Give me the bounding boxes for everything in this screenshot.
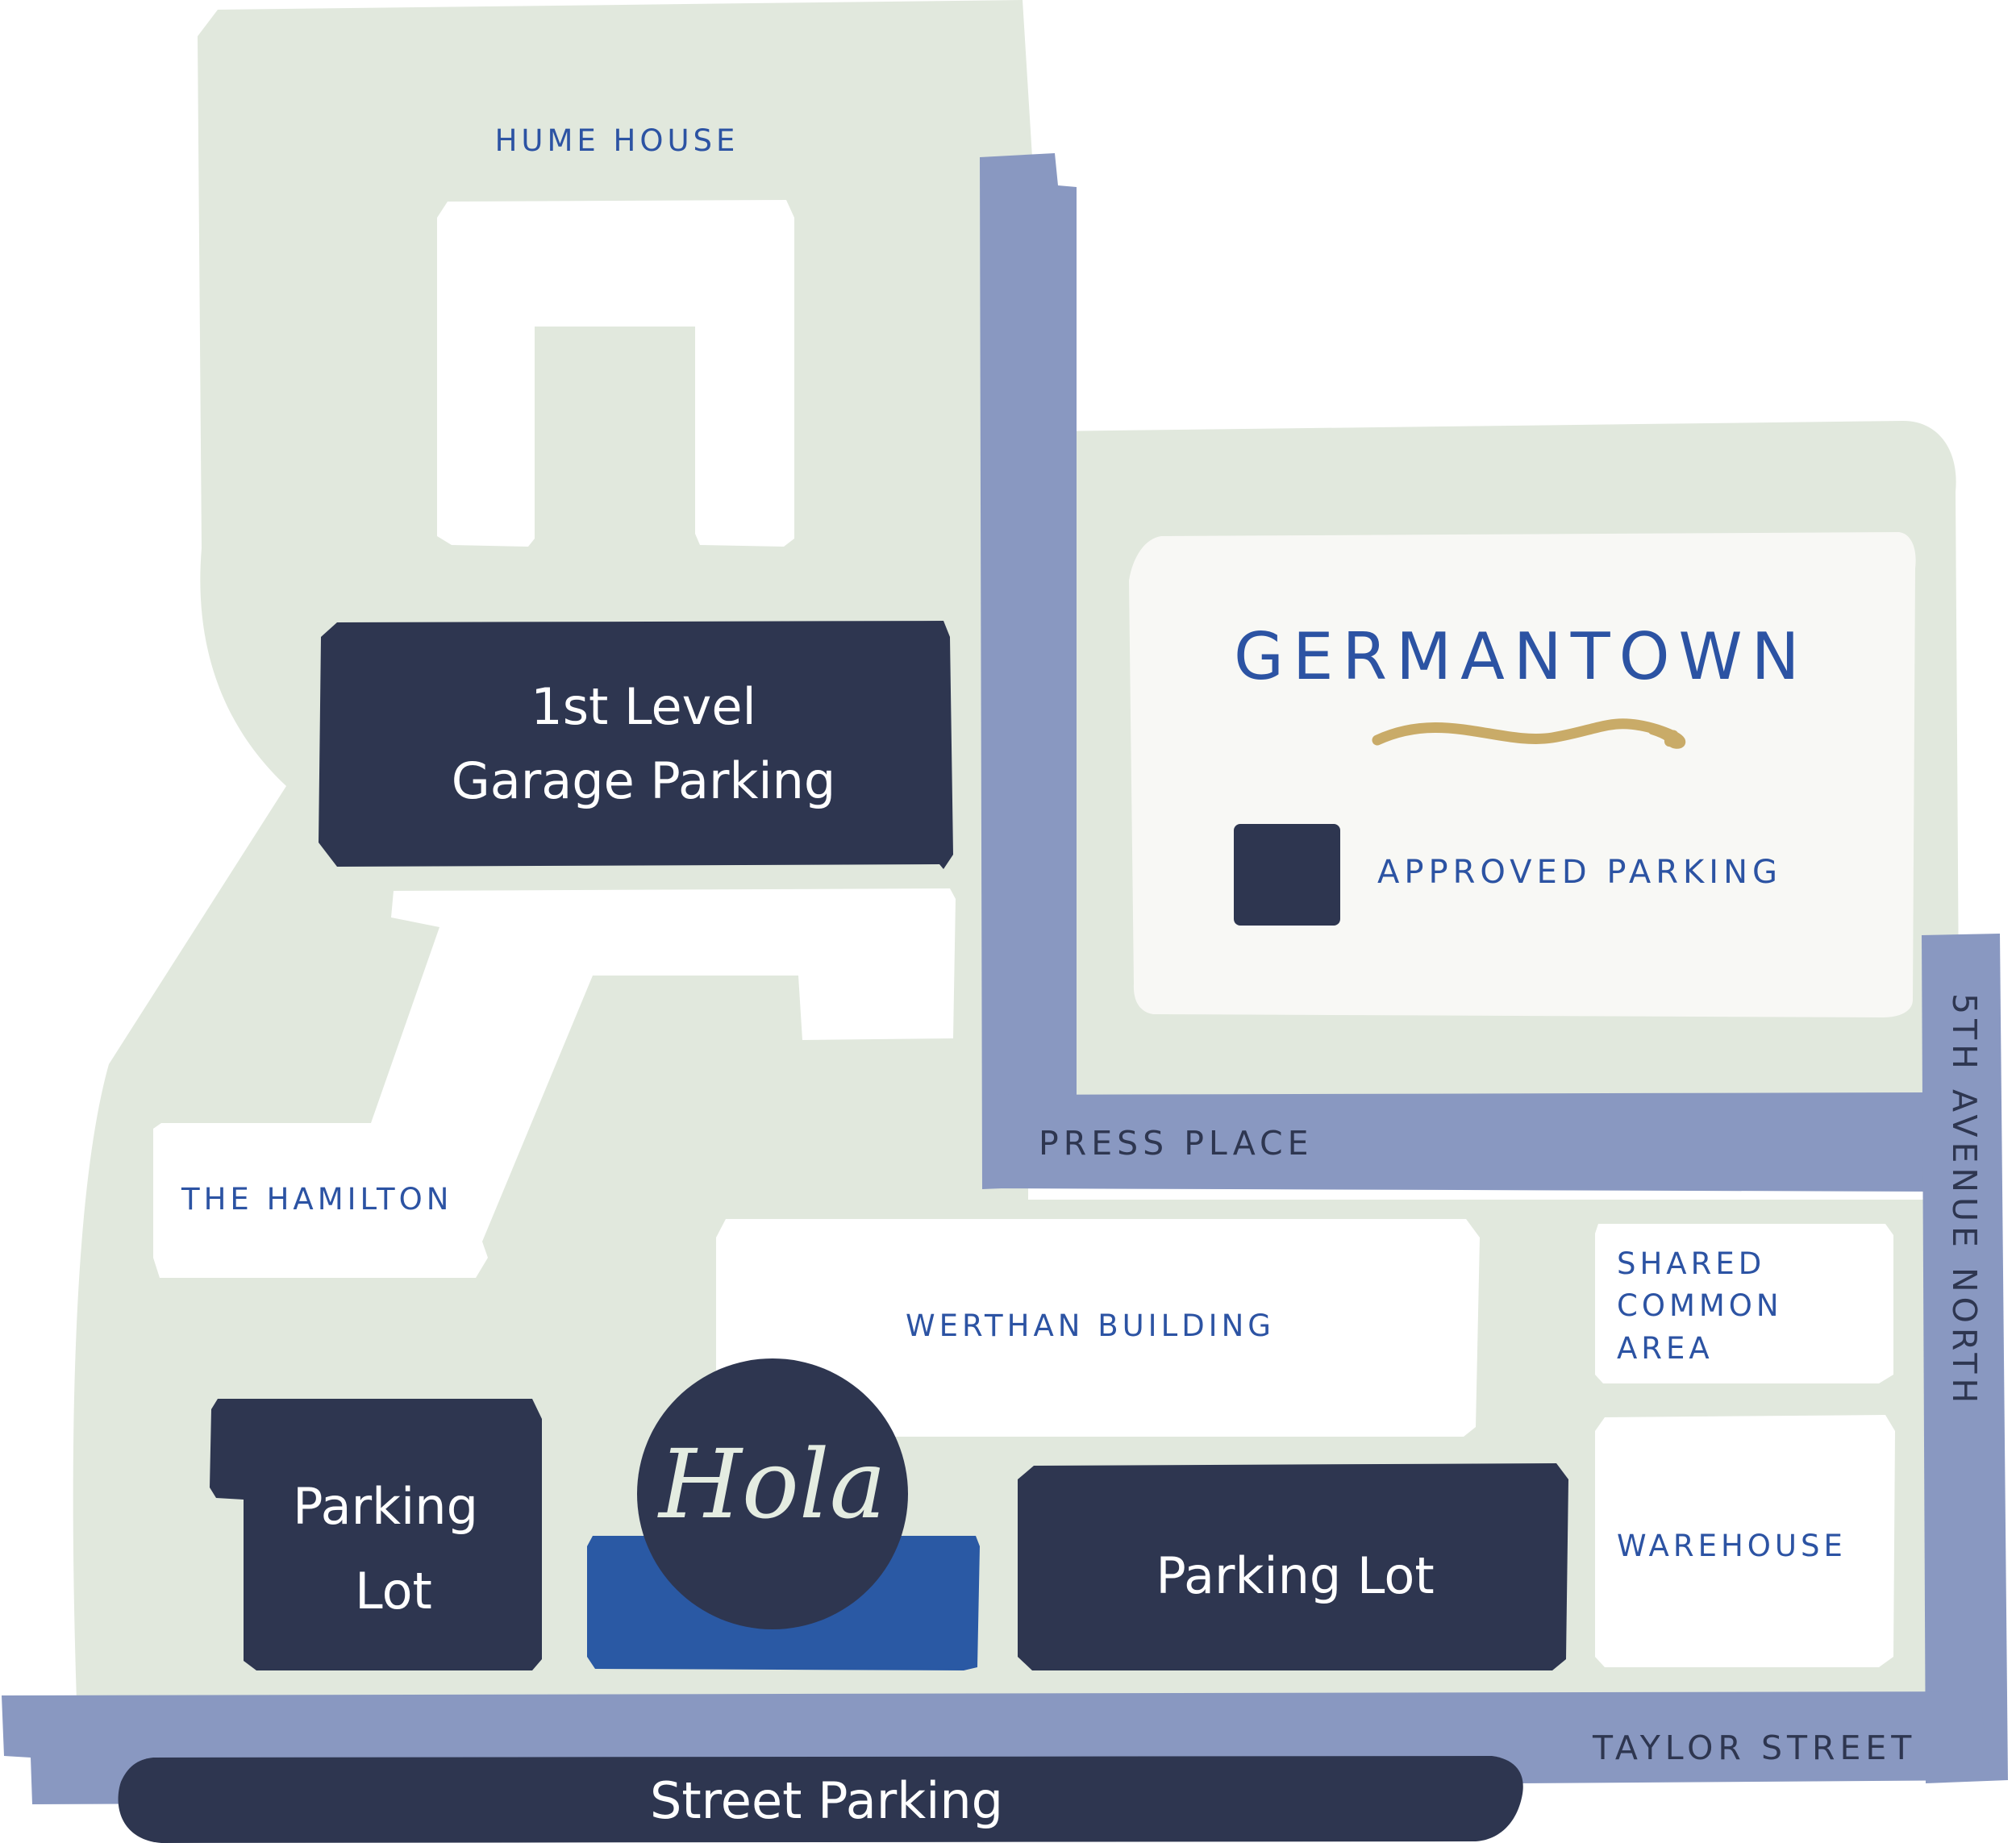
label-shared-common-area-line3: AREA bbox=[1617, 1331, 1714, 1366]
label-werthan-building: WERTHAN BUILDING bbox=[906, 1308, 1275, 1343]
legend-label: APPROVED PARKING bbox=[1377, 854, 1782, 891]
label-street-parking: Street Parking bbox=[650, 1771, 1003, 1830]
building-hamilton-connector bbox=[153, 888, 956, 1278]
label-press-place: PRESS PLACE bbox=[1039, 1124, 1314, 1163]
label-the-hamilton: THE HAMILTON bbox=[181, 1182, 452, 1217]
parking-right-lot bbox=[1018, 1463, 1568, 1670]
gold-wave-ornament bbox=[1372, 718, 1686, 749]
label-garage-line1: 1st Level bbox=[531, 677, 756, 736]
label-garage-line2: Garage Parking bbox=[452, 751, 836, 810]
label-left-lot-line2: Lot bbox=[355, 1562, 432, 1620]
hola-logo-text: Hola bbox=[657, 1429, 886, 1540]
label-left-lot-line1: Parking bbox=[293, 1477, 478, 1536]
buildings bbox=[153, 200, 1895, 1667]
label-hume-house: HUME HOUSE bbox=[495, 123, 739, 158]
parking-street bbox=[118, 1756, 1523, 1843]
label-shared-common-area-line1: SHARED bbox=[1617, 1246, 1765, 1281]
building-werthan bbox=[716, 1219, 1480, 1437]
gold-wave-ornament-tail bbox=[1647, 724, 1679, 747]
parking-garage bbox=[319, 621, 953, 869]
label-right-lot: Parking Lot bbox=[1156, 1546, 1434, 1605]
label-fifth-avenue-north: 5TH AVENUE NORTH bbox=[1945, 993, 1984, 1408]
hola-logo-icon bbox=[637, 1358, 908, 1629]
info-card bbox=[1129, 532, 1916, 1017]
building-hume-house bbox=[437, 200, 794, 547]
parking-left-lot bbox=[210, 1399, 542, 1670]
parking-swatch-icon bbox=[1234, 824, 1340, 926]
map-title: GERMANTOWN bbox=[1234, 619, 1809, 694]
label-warehouse: WAREHOUSE bbox=[1617, 1529, 1847, 1563]
label-taylor-street: TAYLOR STREET bbox=[1592, 1729, 1916, 1767]
road-fifth-avenue bbox=[1922, 934, 2008, 1783]
building-shared-common-area bbox=[1595, 1224, 1893, 1383]
road-press-place bbox=[982, 1092, 1935, 1192]
road-west-vertical bbox=[980, 153, 1077, 1189]
building-warehouse bbox=[1595, 1415, 1895, 1667]
label-shared-common-area-line2: COMMON bbox=[1617, 1288, 1783, 1323]
